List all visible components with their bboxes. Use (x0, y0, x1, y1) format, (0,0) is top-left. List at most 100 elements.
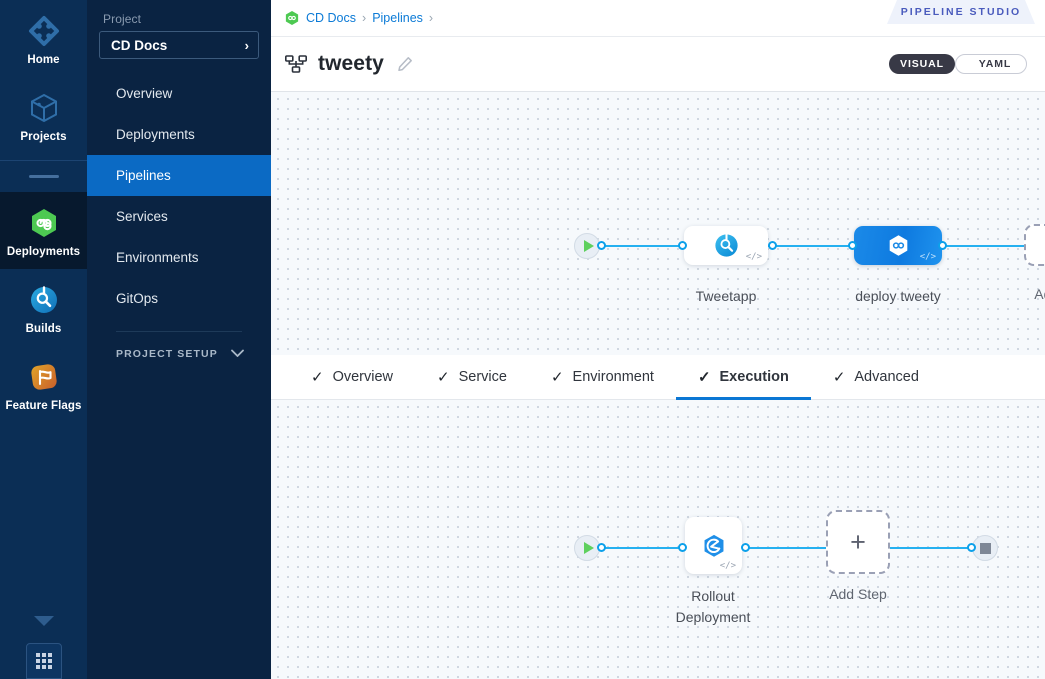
stage-node-deploy-tweety[interactable]: </> (854, 226, 942, 265)
tab-service[interactable]: ✓ Service (415, 355, 529, 399)
stage-graph: </> Tweetapp </> (271, 92, 1045, 355)
step-label-rollout-deployment: Rollout Deployment (675, 588, 751, 625)
check-icon: ✓ (697, 368, 711, 386)
harness-hexagon-white-icon (886, 233, 911, 258)
toggle-visual[interactable]: VISUAL (889, 54, 955, 74)
step-node-rollout-deployment[interactable]: </> (685, 517, 742, 574)
rail-label-feature-flags: Feature Flags (5, 400, 82, 412)
step-end-node[interactable] (972, 535, 998, 561)
sidebar-label-environments: Environments (116, 250, 199, 265)
harness-green-hexagon-icon (284, 10, 300, 26)
cube-icon (27, 91, 61, 125)
tab-advanced[interactable]: ✓ Advanced (811, 355, 941, 399)
rail-label-deployments: Deployments (6, 246, 81, 258)
view-mode-toggle: YAML VISUAL (889, 54, 1027, 74)
tab-environment[interactable]: ✓ Environment (529, 355, 676, 399)
step-start-node[interactable] (574, 535, 600, 561)
breadcrumb-item-pipelines[interactable]: Pipelines (372, 11, 423, 25)
stage-label-deploy-tweety: deploy tweety (855, 288, 941, 304)
rail-label-builds: Builds (25, 323, 62, 335)
play-icon (583, 240, 594, 252)
stage-code-badge: </> (745, 252, 762, 262)
step-link-1 (601, 547, 686, 549)
rail-bottom-group (0, 614, 87, 679)
stage-label-tweetapp: Tweetapp (695, 288, 757, 304)
sidebar-item-gitops[interactable]: GitOps (87, 278, 271, 319)
step-port-start[interactable] (597, 543, 606, 552)
chevron-down-icon[interactable] (32, 614, 56, 643)
tab-label-environment: Environment (572, 369, 654, 385)
project-selector-label: CD Docs (111, 37, 168, 53)
rail-item-deployments[interactable]: Deployments (0, 192, 87, 269)
check-icon: ✓ (437, 368, 450, 386)
pencil-edit-icon[interactable] (397, 56, 413, 72)
play-icon (583, 542, 594, 554)
rail-item-feature-flags[interactable]: Feature Flags (0, 346, 87, 423)
sidebar-item-deployments[interactable]: Deployments (87, 114, 271, 155)
stage-port-tweetapp-out[interactable] (768, 241, 777, 250)
sidebar-item-environments[interactable]: Environments (87, 237, 271, 278)
module-rail: Home Projects (0, 0, 87, 679)
page-title: tweety (318, 52, 384, 75)
sidebar-label-gitops: GitOps (116, 291, 159, 306)
step-link-2 (741, 547, 831, 549)
rail-label-projects: Projects (20, 131, 67, 143)
sidebar-item-pipelines[interactable]: Pipelines (87, 155, 271, 196)
breadcrumb-item-cd-docs[interactable]: CD Docs (306, 11, 357, 25)
check-icon: ✓ (832, 368, 846, 386)
stage-link-1 (601, 245, 686, 247)
feature-flags-icon (27, 360, 61, 394)
grid-apps-icon[interactable] (25, 643, 62, 679)
step-port-rollout-out[interactable] (741, 543, 750, 552)
main-content: PIPELINE STUDIO CD Docs › Pipelines › (271, 0, 1045, 679)
add-stage-label: Add Stage (1034, 286, 1045, 302)
add-step-button[interactable]: + (826, 510, 890, 574)
rollout-deployment-icon (700, 532, 728, 560)
tab-overview[interactable]: ✓ Overview (289, 355, 415, 399)
pipeline-title-bar: tweety YAML VISUAL (271, 36, 1045, 92)
step-port-rollout-in[interactable] (678, 543, 687, 552)
chevron-right-icon: › (244, 37, 249, 53)
tab-label-overview: Overview (332, 369, 394, 385)
step-port-end[interactable] (967, 543, 976, 552)
tab-execution[interactable]: ✓ Execution (675, 355, 811, 400)
toggle-yaml[interactable]: YAML (955, 54, 1027, 74)
builds-circle-icon (27, 283, 61, 317)
sidebar-label-pipelines: Pipelines (116, 168, 171, 183)
check-icon: ✓ (550, 368, 564, 386)
rail-item-projects[interactable]: Projects (0, 77, 87, 154)
stage-node-tweetapp[interactable]: </> (684, 226, 768, 265)
project-selector[interactable]: CD Docs › (99, 31, 259, 59)
step-canvas[interactable]: </> Rollout Deployment + Add Step (271, 400, 1045, 679)
home-diamond-icon (27, 14, 61, 48)
sidebar-project-setup-label: PROJECT SETUP (116, 348, 218, 360)
pipeline-hierarchy-icon (285, 54, 307, 74)
sidebar-label-services: Services (116, 209, 168, 224)
rail-item-home[interactable]: Home (0, 0, 87, 77)
sidebar-project-setup[interactable]: PROJECT SETUP (87, 332, 271, 360)
sidebar-label-overview: Overview (116, 86, 173, 101)
add-stage-button[interactable]: + (1024, 224, 1045, 266)
stage-port-start[interactable] (597, 241, 606, 250)
stage-port-tweetapp-in[interactable] (678, 241, 687, 250)
sidebar-divider (116, 331, 242, 332)
stage-code-badge-2: </> (919, 252, 936, 262)
rail-item-builds[interactable]: Builds (0, 269, 87, 346)
step-code-badge: </> (719, 561, 736, 571)
rail-drag-handle[interactable] (0, 161, 87, 192)
tab-label-service: Service (458, 369, 507, 385)
stage-port-deploy-in[interactable] (848, 241, 857, 250)
project-sidebar: Project CD Docs › Overview Deployments P… (87, 0, 271, 679)
step-link-3 (886, 547, 976, 549)
sidebar-item-overview[interactable]: Overview (87, 73, 271, 114)
tab-label-execution: Execution (719, 369, 789, 385)
chevron-down-icon (231, 348, 244, 360)
stage-port-deploy-out[interactable] (938, 241, 947, 250)
stage-canvas[interactable]: </> Tweetapp </> (271, 92, 1045, 355)
stage-link-2 (768, 245, 858, 247)
step-graph: </> Rollout Deployment + Add Step (271, 400, 1045, 679)
sidebar-item-services[interactable]: Services (87, 196, 271, 237)
pipeline-studio-ribbon: PIPELINE STUDIO (887, 0, 1035, 24)
rail-divider (0, 160, 87, 161)
rail-label-home: Home (27, 54, 60, 66)
